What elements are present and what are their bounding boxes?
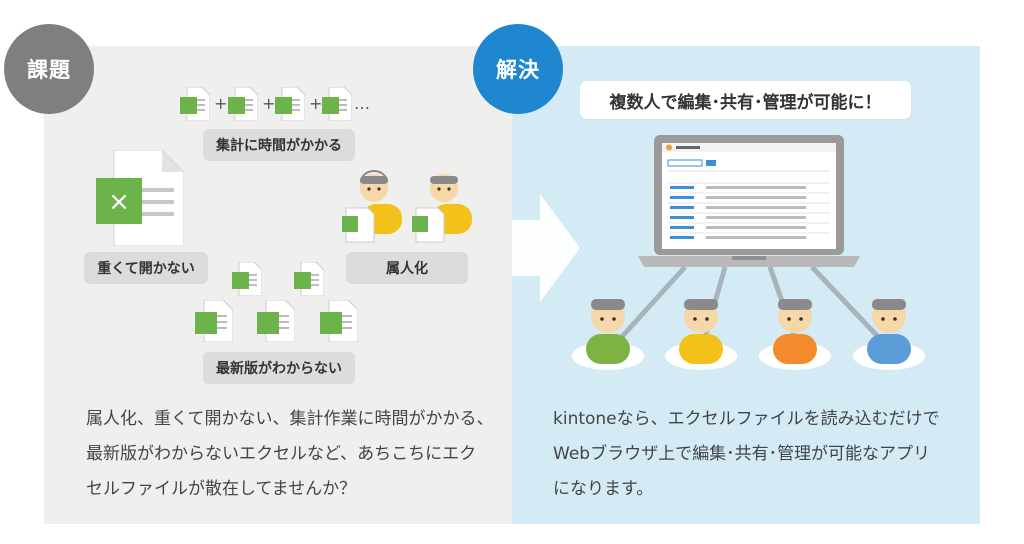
plus-sign: +: [309, 94, 323, 113]
excel-file-icon: [228, 86, 259, 122]
excel-file-icon: [257, 299, 296, 343]
heavy-file-label: 重くて開かない: [84, 252, 208, 284]
user-green-icon: [570, 292, 646, 372]
plus-sign: +: [262, 94, 276, 113]
excel-file-icon: [232, 261, 263, 297]
solution-badge: 解決: [473, 24, 563, 114]
problem-panel: [44, 46, 512, 524]
user-yellow-icon: [663, 292, 739, 372]
person-with-file-icon: [412, 170, 482, 250]
large-excel-file-icon: ×: [96, 149, 185, 247]
svg-text:×: ×: [108, 187, 130, 217]
person-with-file-icon: [342, 170, 412, 250]
arrow-right-icon: [512, 194, 580, 302]
problem-description: 属人化、重くて開かない、集計作業に時間がかかる、 最新版がわからないエクセルなど…: [86, 409, 494, 499]
user-orange-icon: [757, 292, 833, 372]
laptop-kintone-app-icon: [638, 135, 860, 270]
solution-panel: [512, 46, 980, 524]
slow-aggregation-label: 集計に時間がかかる: [203, 129, 355, 161]
problem-badge: 課題: [4, 24, 94, 114]
plus-sign: +: [214, 94, 228, 113]
excel-file-icon: [275, 86, 306, 122]
solution-description: kintoneなら、エクセルファイルを読み込むだけで Webブラウザ上で編集･共…: [553, 409, 940, 499]
ellipsis: …: [354, 94, 370, 113]
unknown-latest-version-label: 最新版がわからない: [203, 352, 355, 384]
excel-file-icon: [180, 86, 211, 122]
excel-file-icon: [294, 261, 325, 297]
excel-file-icon: [320, 299, 359, 343]
person-dependency-label: 属人化: [346, 252, 468, 284]
excel-file-icon: [322, 86, 353, 122]
excel-file-icon: [195, 299, 234, 343]
solution-headline: 複数人で編集･共有･管理が可能に！: [580, 81, 911, 119]
user-blue-icon: [851, 292, 927, 372]
